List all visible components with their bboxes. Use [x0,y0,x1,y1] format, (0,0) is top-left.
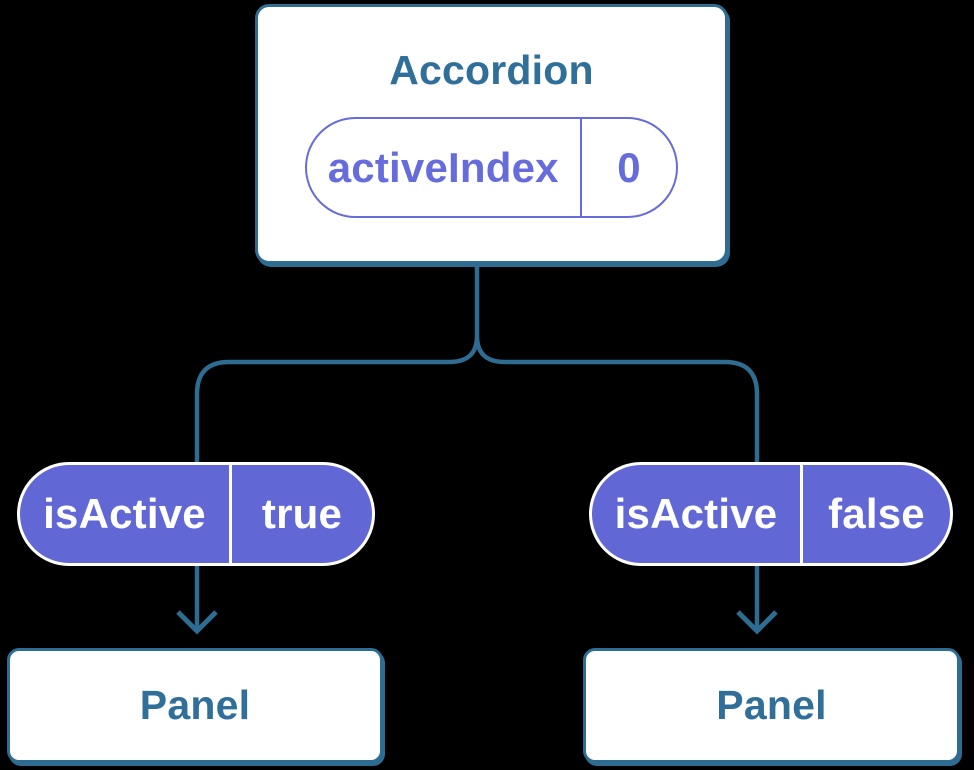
prop-pill-left: isActive true [17,462,375,566]
panel-node-right: Panel [583,648,960,763]
panel-node-left: Panel [7,648,383,763]
accordion-title: Accordion [389,47,594,93]
panel-left-title: Panel [139,681,251,728]
state-pill-value: 0 [617,143,641,191]
panel-right-title: Panel [716,681,827,728]
prop-pill-right: isActive false [589,462,953,566]
prop-pill-left-label: isActive [43,490,206,537]
accordion-node: Accordion activeIndex 0 [255,4,728,264]
prop-pill-right-divider [800,465,803,563]
state-pill: activeIndex 0 [305,117,678,219]
tree-connector [194,260,760,629]
prop-pill-left-value: true [261,490,343,537]
arrowhead-right-icon [736,610,778,635]
arrowhead-left-icon [176,610,218,635]
prop-pill-right-value: false [828,490,925,537]
prop-pill-left-divider [229,465,232,563]
state-pill-divider [579,119,582,217]
state-pill-label: activeIndex [327,143,559,191]
prop-pill-right-label: isActive [614,490,778,537]
